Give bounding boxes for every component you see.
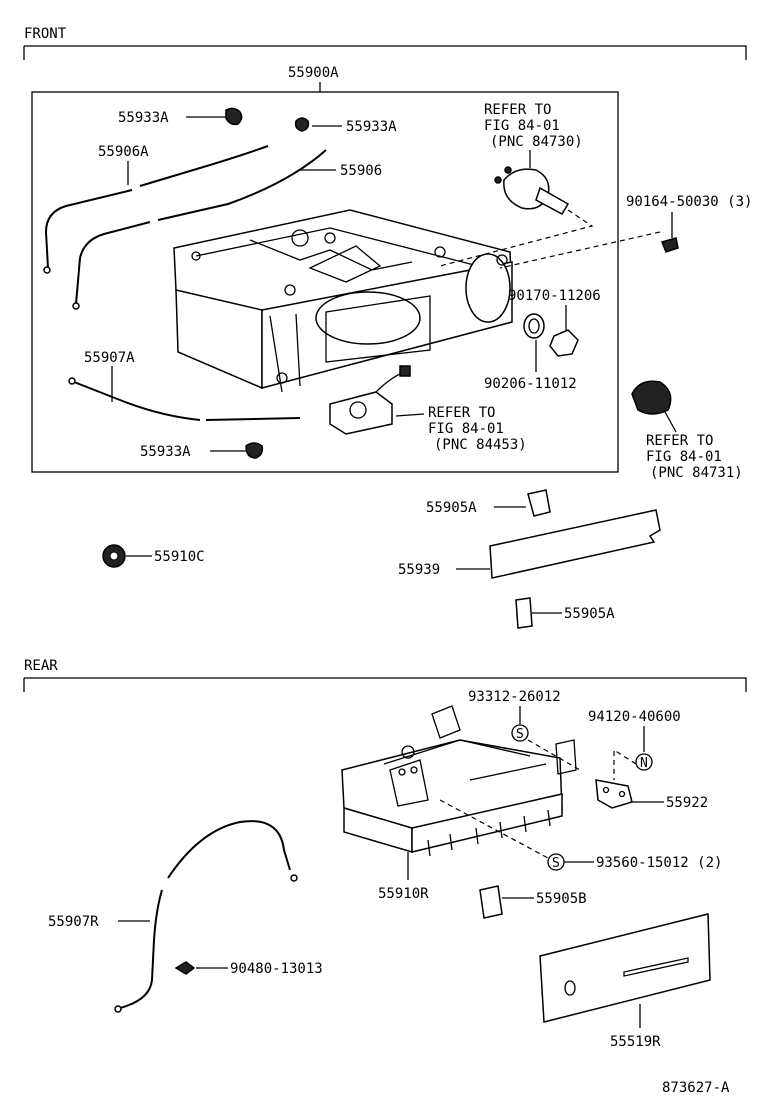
nut-n-label: 94120-40600 xyxy=(588,709,681,725)
motor-part xyxy=(329,365,411,435)
cable-b-part-1 xyxy=(75,221,151,305)
control-label: 55910R xyxy=(378,886,429,902)
knob-a-top-part xyxy=(527,489,551,517)
knob-b-part xyxy=(479,885,503,919)
rear-section-bracket xyxy=(23,677,747,692)
refer-switch-line-2: FIG 84-01 xyxy=(484,118,560,134)
refer-motor-line-2: FIG 84-01 xyxy=(428,421,504,437)
refer-knob-line-1: REFER TO xyxy=(646,433,713,449)
refer-motor-leader xyxy=(395,413,425,417)
nut-part xyxy=(549,329,579,357)
panel-label: 55939 xyxy=(398,562,440,578)
knob-a-bottom-part xyxy=(515,597,533,629)
cable-a-label: 55906A xyxy=(98,144,149,160)
screw-s1-label: 93312-26012 xyxy=(468,689,561,705)
cable-c-end xyxy=(68,377,76,385)
cable-c-label: 55907A xyxy=(84,350,135,366)
cable-a-part-1 xyxy=(44,189,133,269)
clip-part-3 xyxy=(245,442,264,459)
clip-part-1 xyxy=(225,107,243,126)
clip-label-3: 55933A xyxy=(140,444,191,460)
cable-a-part-2 xyxy=(139,145,269,187)
refer-knob-line-3: (PNC 84731) xyxy=(650,465,743,481)
nut-label: 90170-11206 xyxy=(508,288,601,304)
bracket-label: 55922 xyxy=(666,795,708,811)
assembly-label: 55900A xyxy=(288,65,339,81)
plate-label: 55519R xyxy=(610,1034,661,1050)
cable-r-end-2 xyxy=(290,874,298,882)
knob-a-top-label: 55905A xyxy=(426,500,477,516)
cable-r-end-1 xyxy=(114,1005,122,1013)
clip-label-1: 55933A xyxy=(118,110,169,126)
cable-r-label: 55907R xyxy=(48,914,99,930)
rear-section-title: REAR xyxy=(24,658,58,674)
knob-a-bottom-label: 55905A xyxy=(564,606,615,622)
cable-c-part-2 xyxy=(205,417,301,421)
front-section-bracket xyxy=(23,45,747,60)
knob-ref-part xyxy=(631,380,672,415)
screw-s2-label: 93560-15012 (2) xyxy=(596,855,722,871)
assembly-box xyxy=(31,91,619,473)
screw-s2-dash xyxy=(439,799,549,859)
washer-label: 90206-11012 xyxy=(484,376,577,392)
screw-label: 90164-50030 (3) xyxy=(626,194,752,210)
refer-switch-line-3: (PNC 84730) xyxy=(490,134,583,150)
cable-r-part-1 xyxy=(119,889,163,1009)
plate-part xyxy=(539,913,711,1023)
screw-part xyxy=(660,237,679,253)
cable-r-part-2 xyxy=(167,820,291,879)
switch-dash-line xyxy=(439,209,594,267)
clip-part-2 xyxy=(294,117,310,132)
knob-b-label: 55905B xyxy=(536,891,587,907)
cable-b-part-2 xyxy=(157,149,327,221)
nut-n-symbol: N xyxy=(640,756,648,771)
screw-s2-symbol: S xyxy=(552,856,560,871)
plate-slot xyxy=(623,957,689,977)
cable-a-end xyxy=(43,266,51,274)
washer-part xyxy=(523,313,545,339)
rear-control-body xyxy=(341,705,577,857)
nut-n-dash xyxy=(613,748,637,780)
refer-motor-line-3: (PNC 84453) xyxy=(434,437,527,453)
figure-code: 873627-A xyxy=(662,1080,730,1096)
refer-knob-line-2: FIG 84-01 xyxy=(646,449,722,465)
clamp-part xyxy=(174,961,196,975)
nut-n-symbol-circle xyxy=(635,753,653,771)
refer-motor-line-1: REFER TO xyxy=(428,405,495,421)
bracket-part xyxy=(595,779,633,809)
clip-label-2: 55933A xyxy=(346,119,397,135)
switch-part xyxy=(494,166,570,215)
cable-c-part-1 xyxy=(73,381,201,421)
grommet-label: 55910C xyxy=(154,549,205,565)
screw-s1-symbol: S xyxy=(516,727,524,742)
cable-b-end xyxy=(72,302,80,310)
heater-control-body xyxy=(173,209,513,393)
cable-b-label: 55906 xyxy=(340,163,382,179)
screw-s1-dash xyxy=(527,739,581,771)
refer-switch-line-1: REFER TO xyxy=(484,102,551,118)
clamp-label: 90480-13013 xyxy=(230,961,323,977)
screw-s1-symbol-circle xyxy=(511,724,529,742)
panel-part xyxy=(489,509,661,579)
knob-ref-leader xyxy=(663,409,677,433)
screw-dash-line xyxy=(499,231,661,269)
front-section-title: FRONT xyxy=(24,26,67,42)
